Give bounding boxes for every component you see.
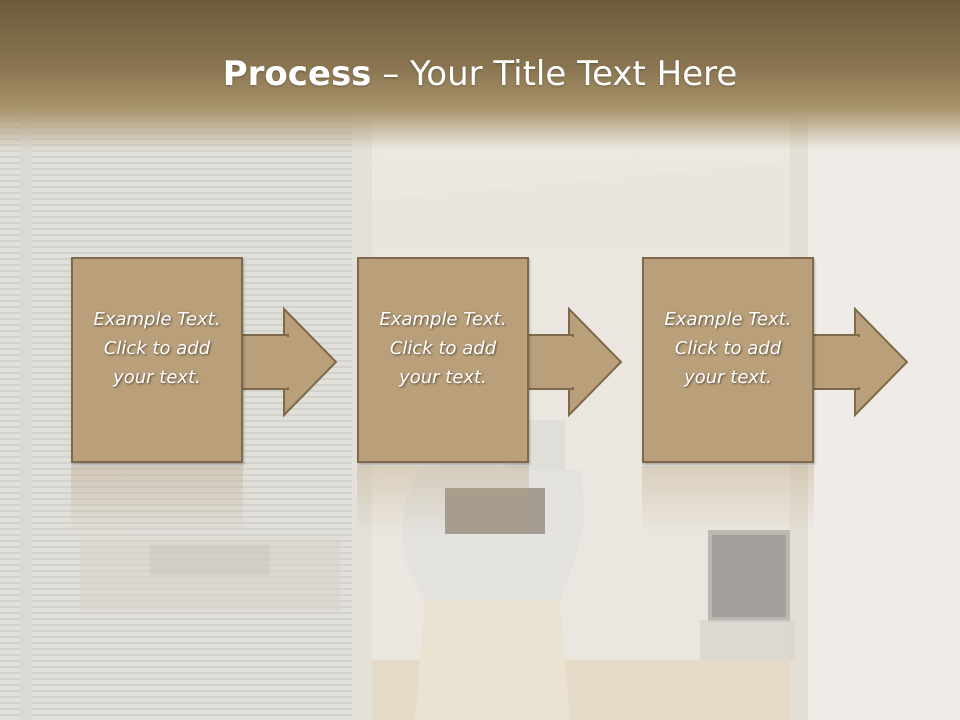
process-arrow-2[interactable] xyxy=(568,306,623,418)
title-bold-part: Process xyxy=(222,54,372,94)
step-3-reflection xyxy=(642,466,814,536)
process-step-2[interactable]: Example Text. Click to add your text. xyxy=(357,257,529,463)
step-1-reflection xyxy=(71,466,243,536)
step-1-text[interactable]: Example Text. Click to add your text. xyxy=(93,308,221,388)
process-arrow-1[interactable] xyxy=(283,306,338,418)
step-2-text[interactable]: Example Text. Click to add your text. xyxy=(379,308,507,388)
title-regular-part: – Your Title Text Here xyxy=(371,54,738,94)
process-arrow-shaft-3 xyxy=(808,334,861,390)
step-3-text[interactable]: Example Text. Click to add your text. xyxy=(664,308,792,388)
process-arrow-shaft-2 xyxy=(522,334,575,390)
process-step-3[interactable]: Example Text. Click to add your text. xyxy=(642,257,814,463)
slide-title[interactable]: Process – Your Title Text Here xyxy=(0,52,960,96)
process-arrow-shaft-1 xyxy=(237,334,290,390)
process-arrow-3[interactable] xyxy=(854,306,909,418)
title-band xyxy=(0,0,960,150)
step-2-reflection xyxy=(357,466,529,536)
process-step-1[interactable]: Example Text. Click to add your text. xyxy=(71,257,243,463)
